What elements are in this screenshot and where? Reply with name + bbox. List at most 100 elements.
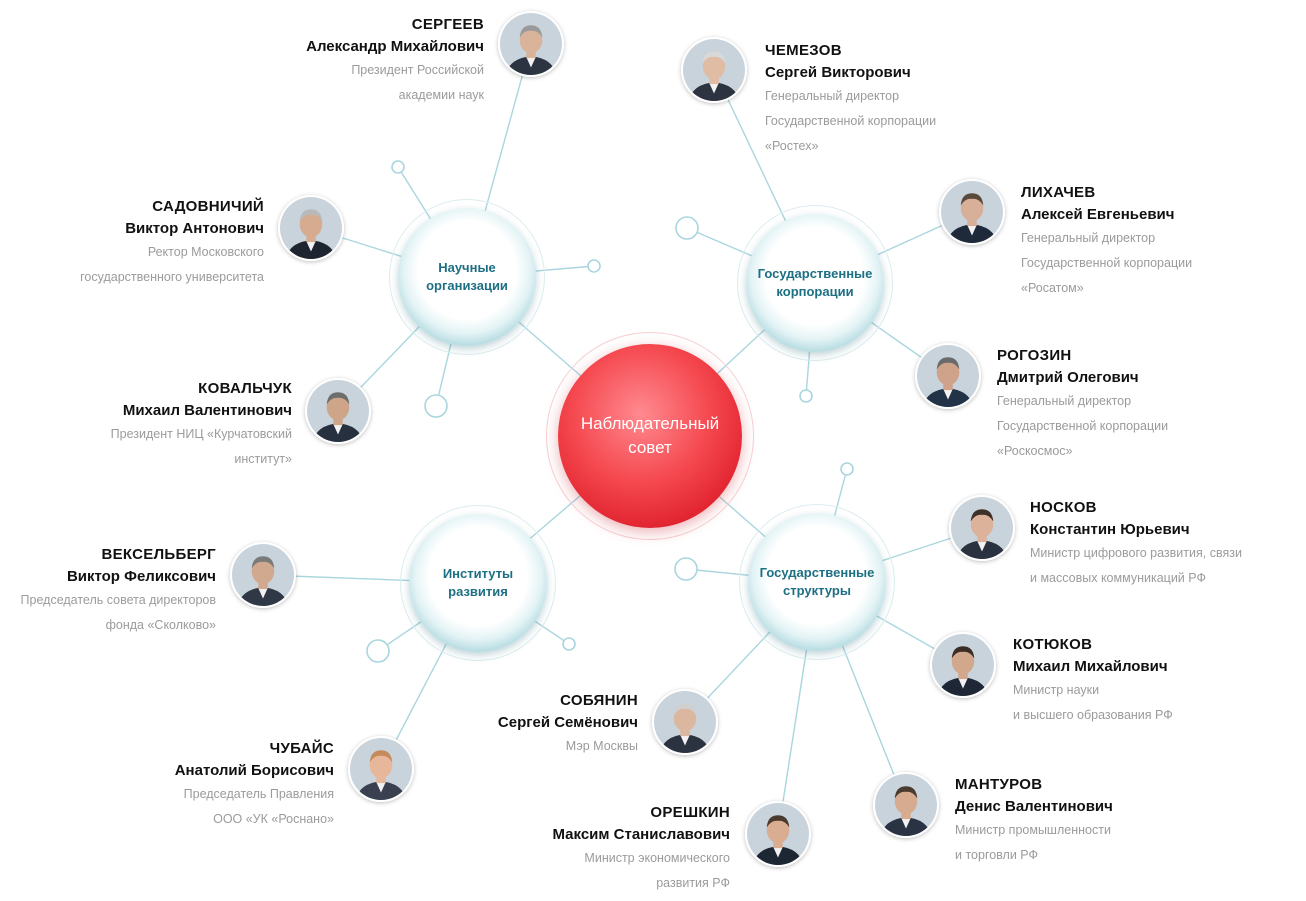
member-role-line: институт» [234, 452, 292, 466]
member-role-line: Президент НИЦ «Курчатовский [110, 427, 292, 441]
member-role-line: Генеральный директор [997, 394, 1132, 408]
member-surname: ВЕКСЕЛЬБЕРГ [101, 546, 216, 563]
hub-dev: Институты развития [409, 514, 547, 652]
member-surname: СОБЯНИН [560, 692, 638, 709]
avatar-chemezov [681, 37, 747, 103]
avatar-oreshkin [745, 801, 811, 867]
decorative-node [840, 462, 854, 476]
member-role-line: Председатель Правления [183, 787, 334, 801]
member-given-name: Дмитрий Олегович [997, 369, 1139, 386]
member-role-line: развития РФ [656, 876, 730, 890]
member-role-line: и высшего образования РФ [1013, 708, 1173, 722]
member-role-line: ООО «УК «Роснано» [213, 812, 334, 826]
portrait-photo [654, 691, 716, 753]
member-role-line: Президент Российской [351, 63, 484, 77]
member-role-line: «Роскосмос» [997, 444, 1073, 458]
member-surname: СЕРГЕЕВ [411, 16, 484, 33]
member-role-line: Министр науки [1013, 683, 1100, 697]
avatar-chubais [348, 736, 414, 802]
member-role-line: Генеральный директор [1021, 231, 1156, 245]
member-role-line: Председатель совета директоров [20, 593, 216, 607]
center-label: Наблюдательный совет [580, 414, 720, 457]
avatar-vekselberg [230, 542, 296, 608]
member-given-name: Алексей Евгеньевич [1021, 206, 1175, 223]
portrait-photo [875, 774, 937, 836]
member-role-line: академии наук [398, 88, 484, 102]
decorative-node [674, 557, 698, 581]
member-given-name: Михаил Михайлович [1013, 658, 1168, 675]
portrait-photo [232, 544, 294, 606]
member-surname: МАНТУРОВ [955, 776, 1043, 793]
member-surname: ЧУБАЙС [269, 740, 334, 757]
member-role-line: «Росатом» [1021, 281, 1084, 295]
member-surname: ЛИХАЧЕВ [1021, 184, 1096, 201]
avatar-noskov [949, 495, 1015, 561]
member-given-name: Михаил Валентинович [122, 402, 292, 419]
member-role-line: Министр промышленности [955, 823, 1111, 837]
portrait-photo [500, 13, 562, 75]
member-role-line: Мэр Москвы [565, 739, 638, 753]
avatar-likhachev [939, 179, 1005, 245]
avatar-rogozin [915, 343, 981, 409]
portrait-photo [683, 39, 745, 101]
avatar-sergeev [498, 11, 564, 77]
portrait-photo [747, 803, 809, 865]
portrait-photo [307, 380, 369, 442]
member-role-line: фонда «Сколково» [105, 618, 216, 632]
member-role-line: Государственной корпорации [997, 419, 1169, 433]
hub-label: Государственные структуры [759, 565, 875, 598]
hub-halo-gov [739, 504, 895, 660]
decorative-node [562, 637, 576, 651]
member-role-line: государственного университета [80, 270, 264, 284]
member-role-line: «Ростех» [765, 139, 819, 153]
avatar-kotyukov [930, 632, 996, 698]
hub-label: Научные организации [426, 260, 508, 293]
member-given-name: Сергей Викторович [765, 64, 911, 81]
portrait-photo [941, 181, 1003, 243]
member-surname: КОВАЛЬЧУК [198, 380, 292, 397]
avatar-manturov [873, 772, 939, 838]
hub-halo-corps [737, 205, 893, 361]
member-surname: РОГОЗИН [997, 347, 1072, 364]
member-role-line: Генеральный директор [765, 89, 900, 103]
member-given-name: Виктор Антонович [125, 220, 264, 237]
hub-label: Государственные корпорации [757, 266, 873, 299]
member-given-name: Александр Михайлович [306, 38, 484, 55]
hub-label: Институты развития [442, 566, 514, 599]
member-role-line: Государственной корпорации [765, 114, 937, 128]
member-given-name: Виктор Феликсович [66, 568, 216, 585]
decorative-node [799, 389, 813, 403]
portrait-photo [917, 345, 979, 407]
member-given-name: Константин Юрьевич [1030, 521, 1190, 538]
avatar-kovalchuk [305, 378, 371, 444]
decorative-node [424, 394, 448, 418]
decorative-node [675, 216, 699, 240]
member-role-line: Министр цифрового развития, связи [1030, 546, 1242, 560]
member-surname: ОРЕШКИН [650, 804, 730, 821]
member-surname: САДОВНИЧИЙ [152, 198, 264, 215]
member-role-line: Министр экономического [584, 851, 730, 865]
hub-corps: Государственные корпорации [746, 214, 884, 352]
member-role-line: и торговли РФ [955, 848, 1038, 862]
hub-gov: Государственные структуры [748, 513, 886, 651]
avatar-sadovnichy [278, 195, 344, 261]
portrait-photo [932, 634, 994, 696]
member-given-name: Максим Станиславович [552, 826, 730, 843]
center-node: Наблюдательный совет [558, 344, 742, 528]
hub-science: Научные организации [398, 208, 536, 346]
member-role-line: и массовых коммуникаций РФ [1030, 571, 1206, 585]
hub-halo-science [389, 199, 545, 355]
decorative-node [587, 259, 601, 273]
